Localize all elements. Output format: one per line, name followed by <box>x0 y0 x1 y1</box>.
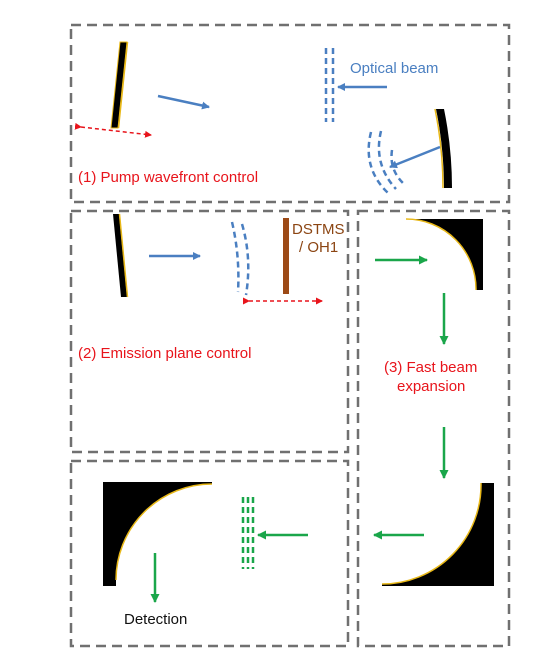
optical-beam-arrow-1 <box>157 94 210 110</box>
curved-wavefront <box>377 130 397 190</box>
emission-plane-label: (2) Emission plane control <box>78 345 251 362</box>
panel-1-border <box>69 23 511 204</box>
crystal-label-line-2: / OH1 <box>299 239 338 256</box>
pump-mirror-2 <box>436 109 452 188</box>
panel-3-border <box>356 209 511 648</box>
parabolic-mirror-1 <box>406 219 483 290</box>
panel-2-border <box>69 209 350 454</box>
optical-beam-arrow-3 <box>389 145 441 169</box>
panel-3-content: (3) Fast beam expansion <box>373 218 494 586</box>
panel-borders <box>69 23 511 648</box>
pump-mirror-1 <box>110 41 128 129</box>
emission-mirror <box>113 214 127 297</box>
panel-4-content: Detection <box>103 482 308 628</box>
parabolic-mirror-3-coating <box>115 483 213 581</box>
fast-beam-label-line-1: (3) Fast beam <box>384 359 477 376</box>
panel-2-content: DSTMS / OH1 (2) Emission plane control <box>78 213 345 362</box>
pump-mirror-2-coating <box>434 108 444 189</box>
pump-mirror-1-coating <box>117 41 129 129</box>
parabolic-mirror-2-coating <box>381 482 482 585</box>
pump-wavefront-label: (1) Pump wavefront control <box>78 169 258 186</box>
dstms-crystal <box>283 218 289 294</box>
emission-mirror-coating <box>118 213 129 298</box>
fast-beam-label-line-2: expansion <box>397 378 465 395</box>
converging-wavefront <box>240 223 250 296</box>
optical-beam-label: Optical beam <box>350 60 438 77</box>
curved-wavefront <box>390 149 405 185</box>
parabolic-mirror-1-coating <box>405 218 477 291</box>
curved-wavefront <box>367 131 389 194</box>
panel-1-content: Optical beam (1) Pump wavefront control <box>74 41 452 194</box>
parabolic-mirror-3 <box>103 482 212 586</box>
panel-4-border <box>69 459 350 648</box>
detection-label: Detection <box>124 611 187 628</box>
mirror-translation-arrow-1 <box>74 122 152 138</box>
crystal-label-line-1: DSTMS <box>292 221 345 238</box>
parabolic-mirror-2 <box>382 483 494 586</box>
converging-wavefront <box>230 221 240 293</box>
